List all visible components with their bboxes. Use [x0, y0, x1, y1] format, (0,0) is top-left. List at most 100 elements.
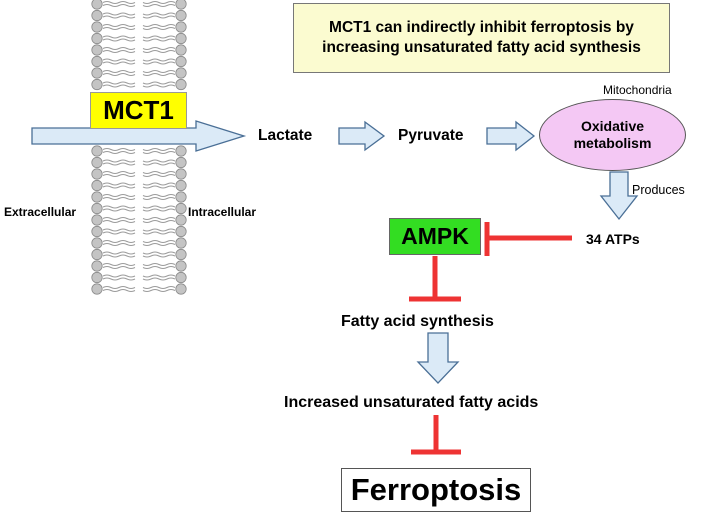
lipid-tail	[142, 27, 176, 30]
lipid-tail	[142, 81, 176, 85]
lipid-tail	[142, 289, 176, 292]
lipid-head	[91, 283, 103, 295]
lipid-tail	[142, 263, 176, 266]
lipid-tail	[102, 58, 136, 62]
lipid-tail	[102, 243, 136, 246]
lipid-tail	[142, 205, 176, 209]
lipid-head	[175, 237, 187, 249]
lipid-head	[175, 0, 187, 10]
lipid-tail	[142, 197, 176, 200]
lipid-tail	[102, 228, 136, 232]
lipid-head	[175, 21, 187, 33]
lipid-tail	[142, 162, 176, 166]
lipid-head	[91, 145, 103, 157]
lipid-tail	[142, 228, 176, 232]
lipid-head	[175, 44, 187, 56]
lipid-tail	[102, 251, 136, 255]
lipid-tail	[102, 182, 136, 186]
lipid-tail	[102, 70, 136, 73]
lipid-head	[91, 67, 103, 79]
lipid-tail	[102, 35, 136, 39]
lipid-tail	[142, 38, 176, 42]
synthesis-to-ufa-arrow	[416, 332, 460, 384]
lipid-tail	[142, 194, 176, 197]
lipid-head	[91, 248, 103, 261]
lipid-tail	[142, 243, 176, 246]
lipid-tail	[142, 12, 176, 16]
lipid-head	[91, 260, 103, 272]
lipid-tail	[102, 159, 136, 163]
lipid-tail	[142, 148, 176, 151]
lipid-tail	[142, 286, 176, 289]
lipid-tail	[142, 182, 176, 186]
lipid-tail	[102, 174, 136, 177]
lipid-tail	[102, 217, 136, 220]
lipid-tail	[142, 24, 176, 27]
lactate-to-pyruvate-arrow	[338, 120, 386, 152]
transport-arrow	[31, 120, 247, 152]
lipid-head	[175, 32, 187, 45]
lipid-tail	[102, 50, 136, 53]
lipid-tail	[142, 4, 176, 7]
lipid-head	[91, 237, 103, 249]
lipid-head	[91, 168, 103, 180]
lipid-tail	[142, 151, 176, 154]
lipid-tail	[102, 84, 136, 88]
lactate-label: Lactate	[258, 127, 313, 144]
lipid-tail	[102, 220, 136, 223]
lipid-tail	[102, 27, 136, 30]
lipid-tail	[142, 251, 176, 255]
atps-label: 34 ATPs	[586, 231, 640, 247]
lipid-head	[91, 191, 103, 203]
mct1-box: MCT1	[90, 92, 187, 129]
intracellular-label: Intracellular	[188, 205, 257, 219]
ferroptosis-box: Ferroptosis	[341, 468, 531, 512]
lipid-head	[175, 168, 187, 180]
lipid-head	[175, 225, 187, 238]
lipid-head	[175, 271, 187, 284]
lipid-tail	[102, 197, 136, 200]
lipid-tail	[142, 47, 176, 50]
lipid-tail	[142, 217, 176, 220]
lipid-head	[175, 179, 187, 192]
lipid-tail	[102, 263, 136, 266]
extracellular-label: Extracellular	[4, 205, 77, 219]
lipid-head	[91, 156, 103, 169]
lipid-tail	[102, 81, 136, 85]
lipid-tail	[102, 185, 136, 189]
lipid-tail	[142, 231, 176, 235]
lipid-tail	[102, 208, 136, 212]
lipid-head	[91, 0, 103, 10]
lipid-tail	[142, 208, 176, 212]
lipid-tail	[142, 266, 176, 269]
lipid-head	[175, 202, 187, 215]
lipid-tail	[142, 84, 176, 88]
oxidative-metabolism-label: Oxidative metabolism	[573, 118, 652, 151]
lipid-tail	[102, 1, 136, 4]
lipid-tail	[102, 12, 136, 16]
lipid-tail	[142, 277, 176, 281]
lipid-tail	[102, 47, 136, 50]
lipid-head	[175, 145, 187, 157]
lipid-tail	[102, 24, 136, 27]
lipid-tail	[142, 254, 176, 258]
lipid-tail	[102, 162, 136, 166]
lipid-head	[175, 67, 187, 79]
lipid-tail	[142, 35, 176, 39]
lipid-tail	[142, 61, 176, 65]
lipid-tail	[142, 174, 176, 177]
lipid-tail	[102, 266, 136, 269]
lipid-tail	[102, 15, 136, 19]
lipid-tail	[142, 1, 176, 4]
lipid-tail	[142, 185, 176, 189]
lipid-tail	[142, 159, 176, 163]
lipid-head	[91, 202, 103, 215]
lipid-tail	[142, 274, 176, 278]
lipid-head	[91, 55, 103, 68]
lipid-head	[91, 179, 103, 192]
lipid-tail	[142, 58, 176, 62]
lipid-head	[175, 260, 187, 272]
increased-ufa-label: Increased unsaturated fatty acids	[284, 394, 539, 411]
produces-arrow	[599, 171, 639, 221]
pyruvate-label: Pyruvate	[398, 127, 464, 144]
